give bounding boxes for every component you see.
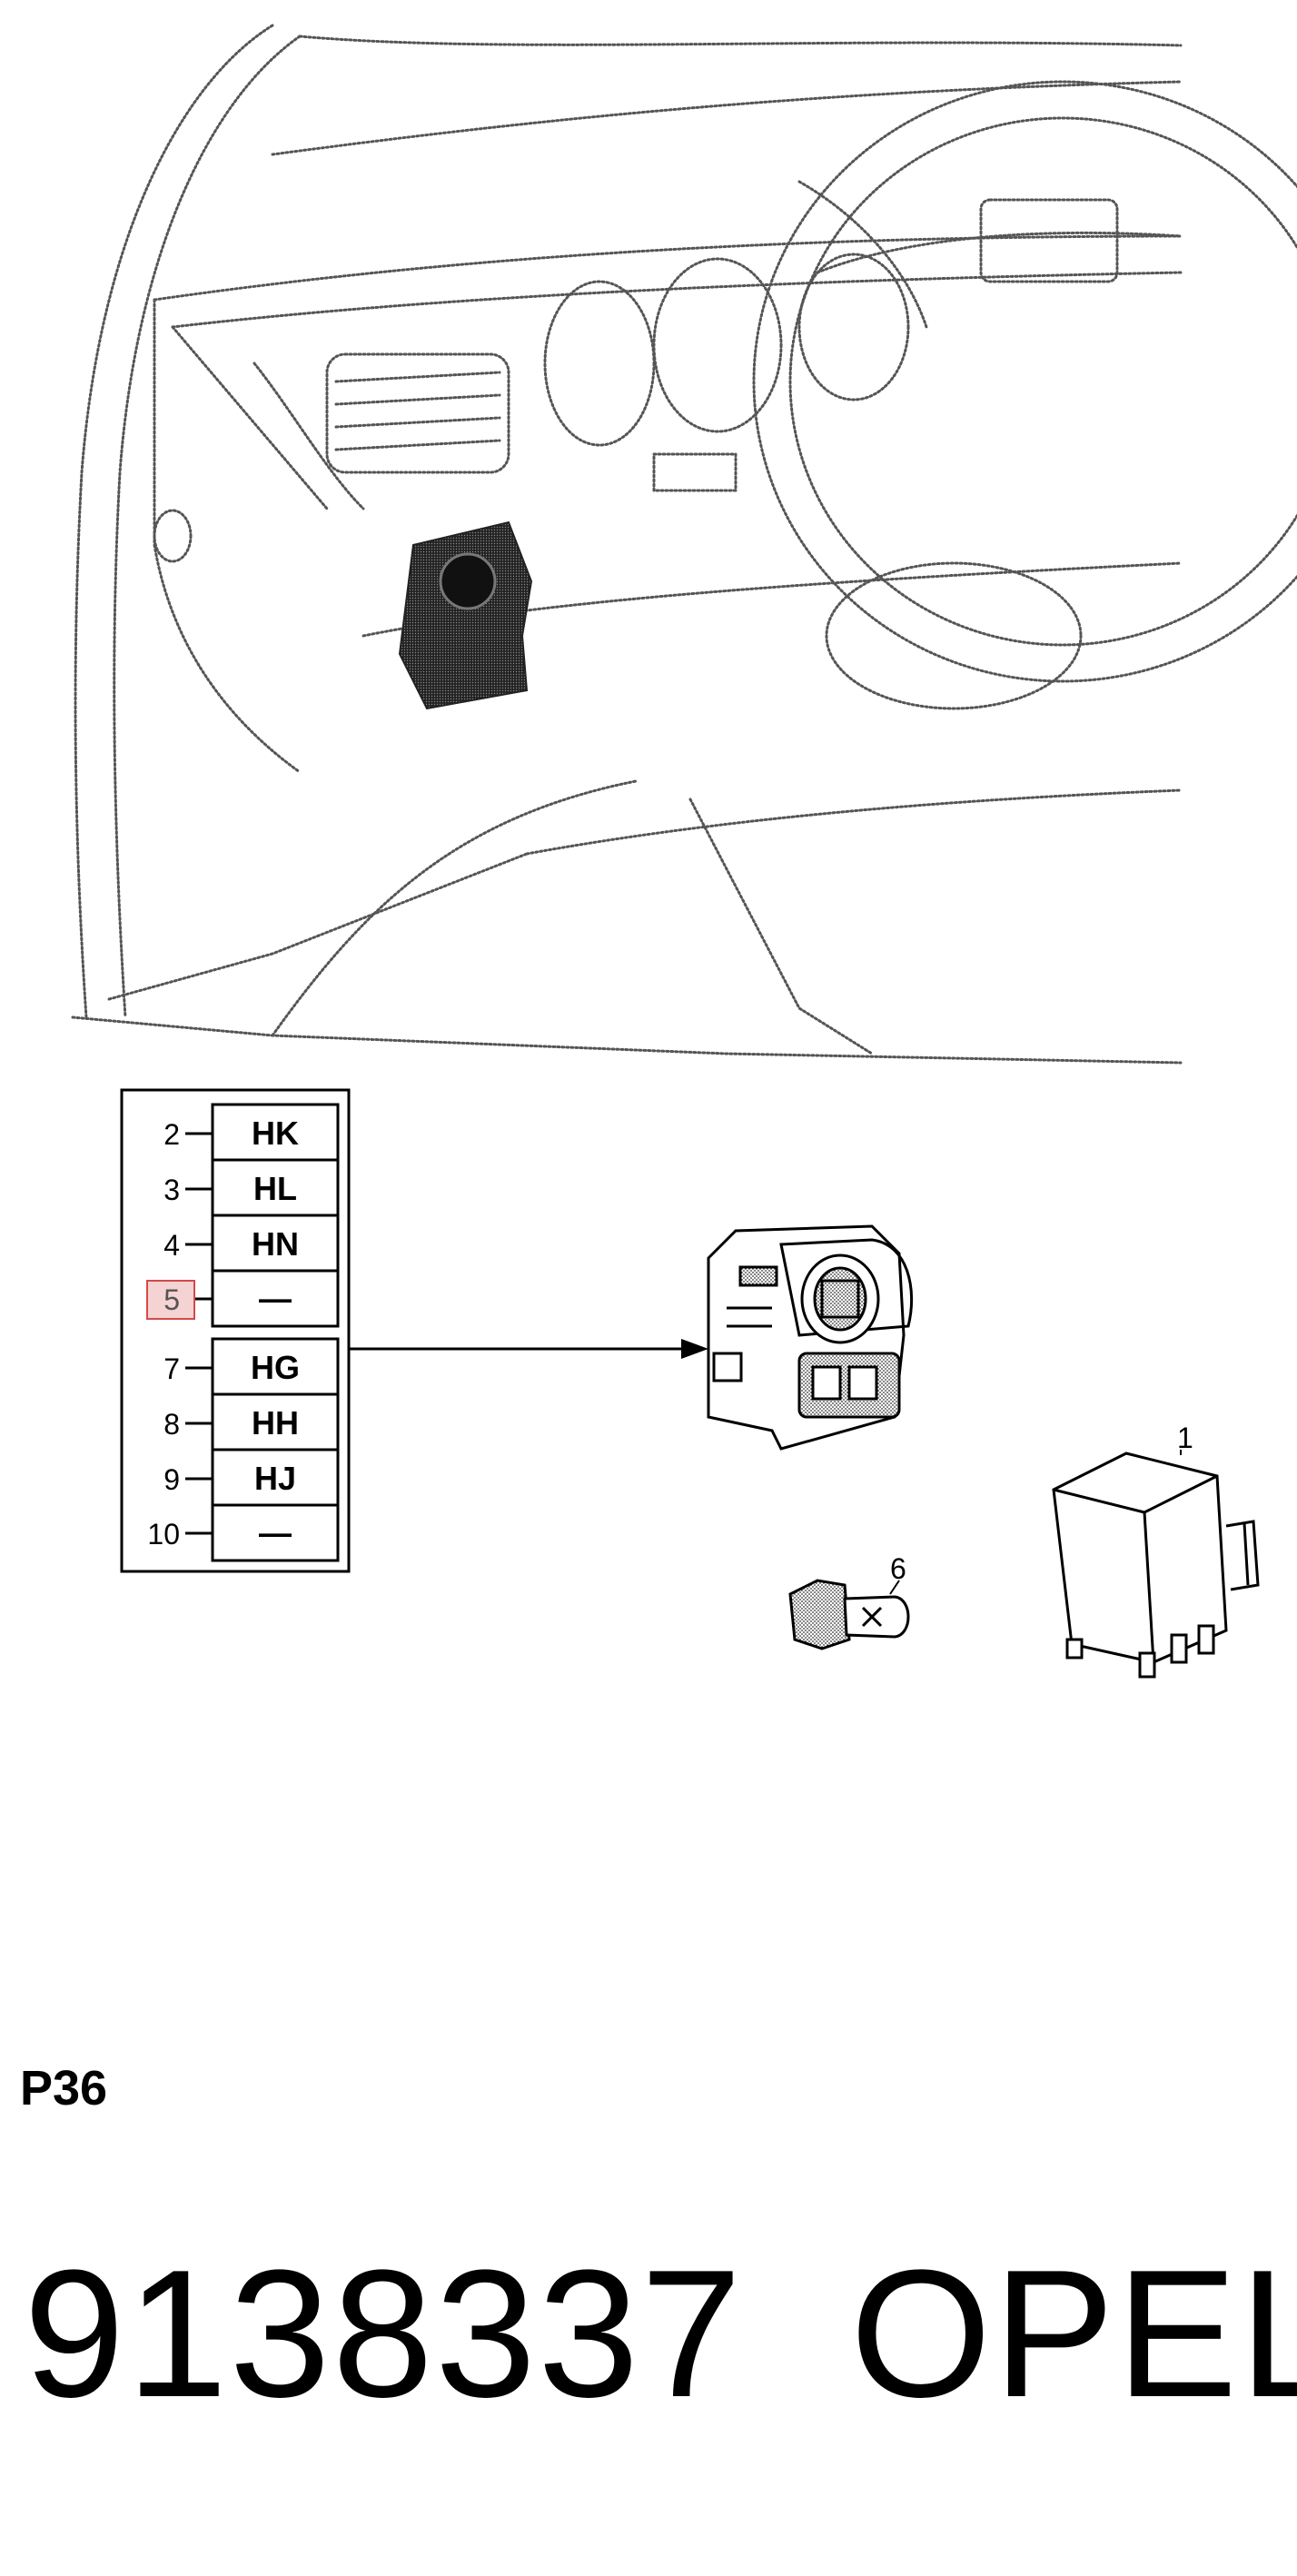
brand-name: OPEL (850, 2233, 1297, 2435)
pointer-arrow (349, 1339, 708, 1359)
wire-code: HJ (254, 1460, 296, 1497)
pin-number: 9 (163, 1463, 180, 1496)
pin-number: 3 (163, 1174, 180, 1206)
pin-number: 5 (163, 1283, 180, 1316)
pin-number: 7 (163, 1352, 180, 1385)
pin-number: 4 (163, 1229, 180, 1262)
headlamp-switch (707, 1224, 914, 1451)
page-code: P36 (20, 2061, 108, 2115)
pin-5-highlight (146, 1280, 195, 1320)
part-number: 9138337 (24, 2233, 744, 2435)
dashboard-switch-highlight (398, 520, 533, 710)
bulb-leader (889, 1580, 900, 1595)
wire-code: HL (253, 1170, 297, 1207)
wire-code: HG (251, 1349, 300, 1386)
wire-code: — (259, 1280, 292, 1317)
wire-code: — (259, 1514, 292, 1551)
pin-number: 8 (163, 1408, 180, 1441)
callout-bulb: 6 (890, 1552, 906, 1585)
wire-code: HK (252, 1115, 299, 1152)
connector-table-frame (120, 1088, 351, 1573)
callout-relay: 1 (1177, 1422, 1193, 1454)
relay (1052, 1451, 1260, 1679)
pin-number: 2 (163, 1118, 180, 1151)
connector-table: 2 3 4 5 7 8 9 10 HK HL HN — HG HH HJ — (120, 1088, 351, 1573)
pin-number: 10 (147, 1518, 180, 1551)
dashboard-illustration (71, 24, 1297, 1065)
bulb (788, 1579, 910, 1650)
wire-code: HH (252, 1404, 299, 1442)
wire-code: HN (252, 1225, 299, 1263)
